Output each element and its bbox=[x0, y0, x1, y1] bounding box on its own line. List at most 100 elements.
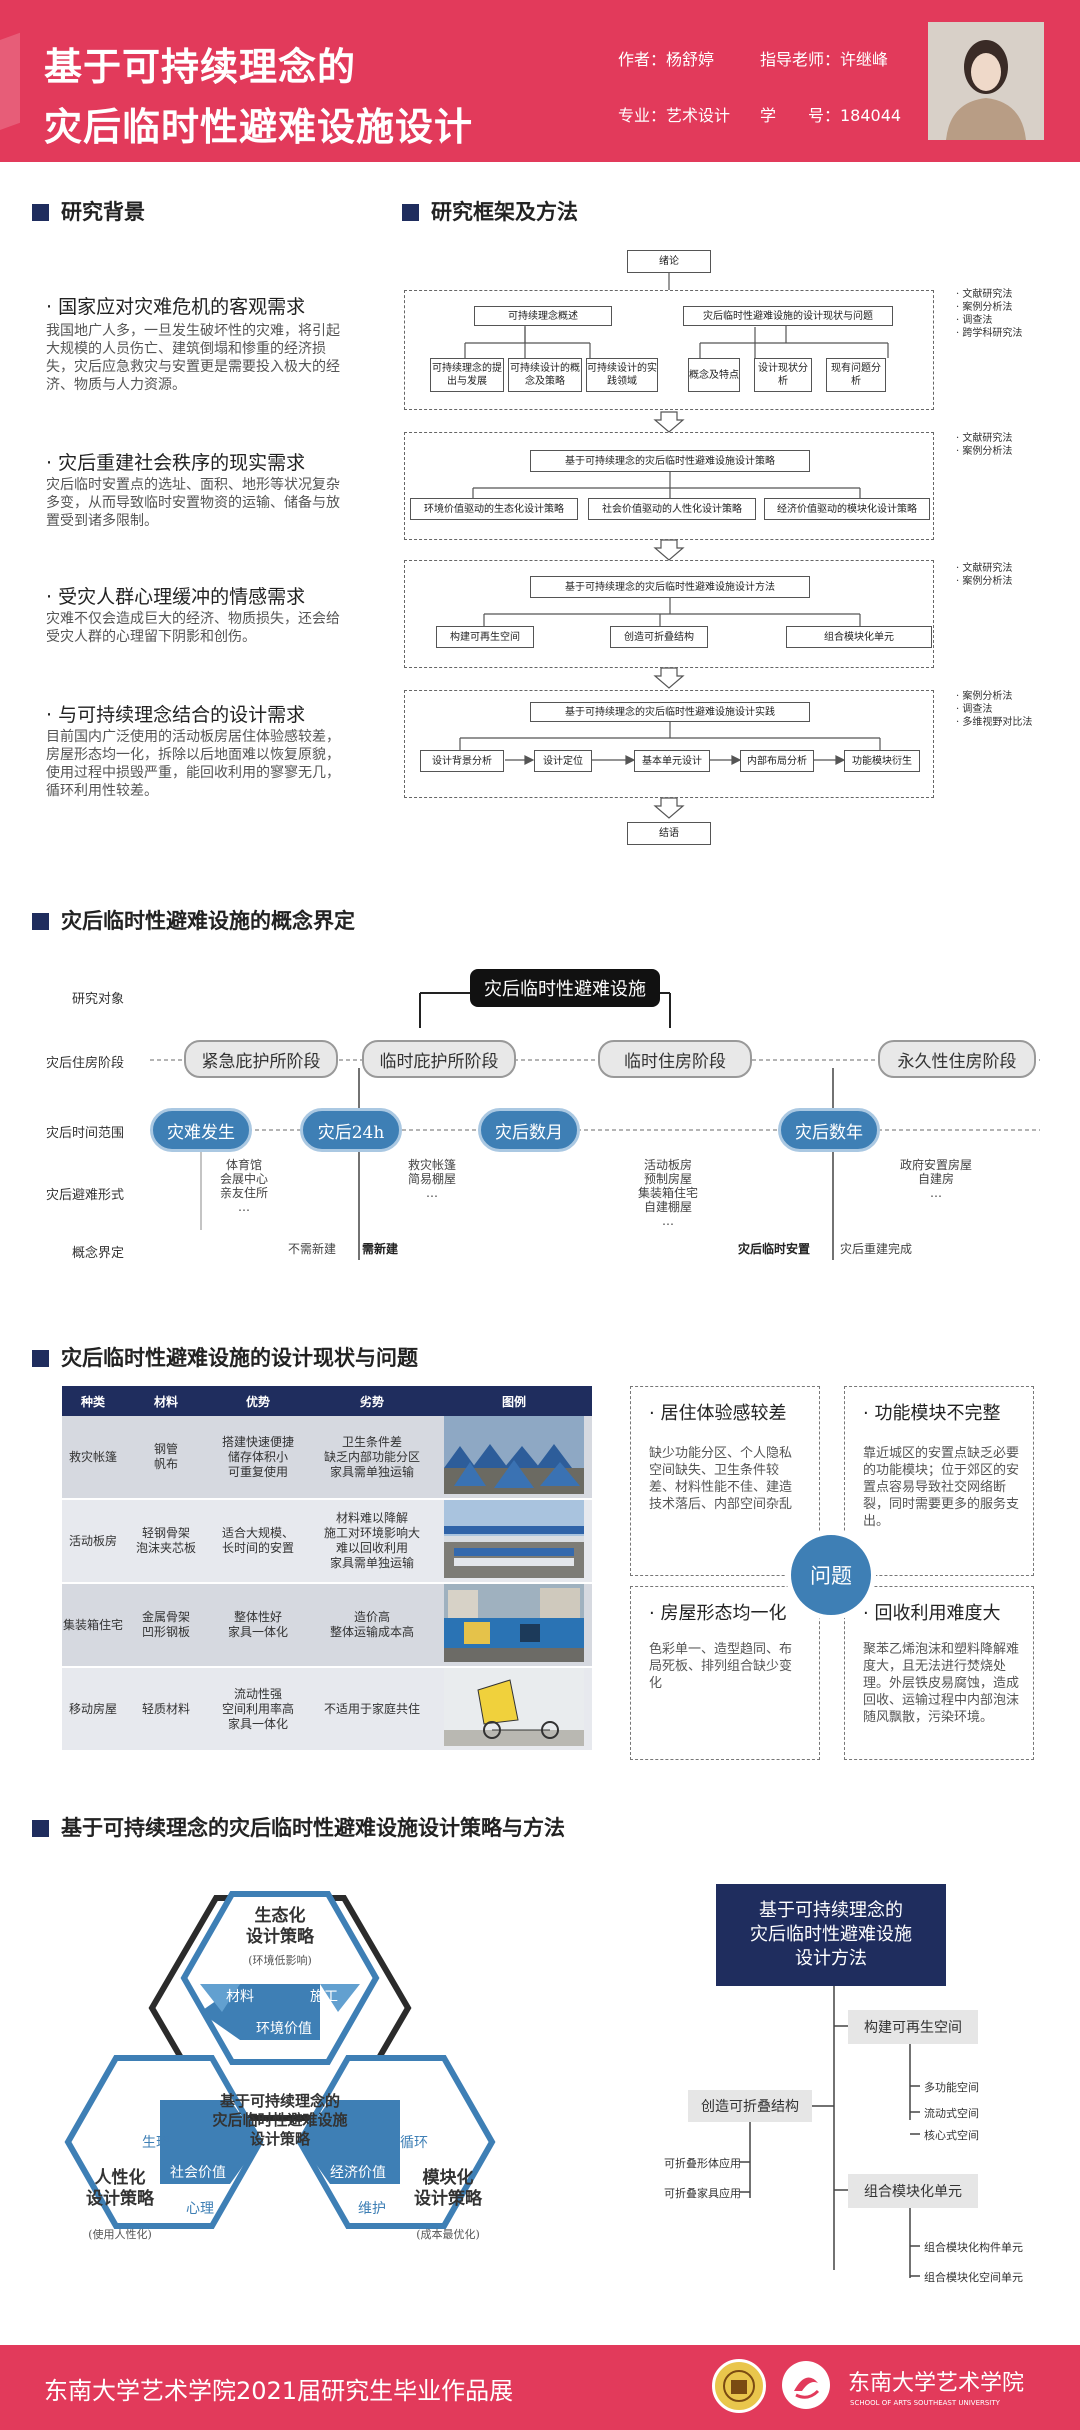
th-illustration: 图例 bbox=[436, 1386, 592, 1416]
footer-school-name-en: SCHOOL OF ARTS SOUTHEAST UNIVERSITY bbox=[850, 2399, 1000, 2407]
cell-disadvantage: 造价高 整体运输成本高 bbox=[308, 1583, 436, 1668]
concept-label-object: 研究对象 bbox=[72, 992, 125, 1007]
problem-box-3: · 房屋形态均一化色彩单一、造型趋同、布局死板、排列组合缺少变化 bbox=[630, 1586, 820, 1760]
fw-b2-s2: 社会价值驱动的人性化设计策略 bbox=[588, 498, 756, 520]
footer-exhibition-title: 东南大学艺术学院2021届研究生毕业作品展 bbox=[44, 2377, 514, 2405]
background-heading-2: · 灾后重建社会秩序的现实需求 bbox=[46, 452, 306, 474]
fw-b4-s5: 功能模块衍生 bbox=[844, 750, 920, 772]
school-logo-icon bbox=[782, 2361, 830, 2409]
form-housing: 活动板房 预制房屋 集装箱住宅 自建棚屋 … bbox=[638, 1158, 699, 1228]
cell-material: 金属骨架 凹形钢板 bbox=[124, 1583, 208, 1668]
framework-connectors bbox=[459, 273, 889, 819]
background-text-1: 我国地广人多，一旦发生破坏性的灾难，将引起大规模的人员伤亡、建筑倒塌和惨重的经济… bbox=[46, 323, 340, 393]
concept-label-stage: 灾后住房阶段 bbox=[46, 1056, 125, 1071]
fw-b3-notes: · 文献研究法 · 案例分析法 bbox=[956, 563, 1013, 587]
strategy-eco-a: 材料 bbox=[226, 1989, 254, 2005]
strategy-human-a: 生理 bbox=[142, 2135, 170, 2151]
background-text-3: 灾难不仅会造成巨大的经济、物质损失，还会给受灾人群的心理留下阴影和创伤。 bbox=[46, 611, 340, 645]
table-row: 移动房屋 轻质材料 流动性强 空间利用率高 家具一体化 不适用于家庭共住 bbox=[62, 1667, 592, 1752]
mindmap-branch-2: 创造可折叠结构 bbox=[688, 2090, 812, 2122]
prefab-photo bbox=[436, 1499, 592, 1584]
cell-material: 轻质材料 bbox=[124, 1667, 208, 1752]
fw-b4-notes: · 案例分析法 · 调查法 · 多维视野对比法 bbox=[956, 691, 1033, 728]
background-heading-1: · 国家应对灾难危机的客观需求 bbox=[46, 296, 306, 318]
fw-b1-l1: 可持续理念的提出与发展 bbox=[430, 358, 504, 392]
problem-box-1: · 居住体验感较差缺少功能分区、个人隐私空间缺失、卫生条件较差、材料性能不佳、建… bbox=[630, 1386, 820, 1576]
strategy-module-a: 循环 bbox=[400, 2135, 428, 2151]
fw-b3-title: 基于可持续理念的灾后临时性避难设施设计方法 bbox=[530, 576, 810, 598]
table-row: 救灾帐篷 钢管 帆布 搭建快速便捷 储存体积小 可重复使用 卫生条件差 缺乏内部… bbox=[62, 1416, 592, 1500]
strategy-human-title: 人性化 设计策略 bbox=[86, 2168, 154, 2209]
cell-material: 钢管 帆布 bbox=[124, 1416, 208, 1500]
fw-b2-s1: 环境价值驱动的生态化设计策略 bbox=[410, 498, 578, 520]
fw-b2-notes: · 文献研究法 · 案例分析法 bbox=[956, 433, 1013, 457]
framework-end: 结语 bbox=[627, 822, 711, 845]
form-emergency: 体育馆 会展中心 亲友住所 … bbox=[220, 1158, 269, 1214]
tent-photo bbox=[436, 1416, 592, 1500]
strategy-center: 基于可持续理念的 灾后临时性避难设施 设计策略 bbox=[212, 2092, 348, 2148]
stage-permanent-housing: 永久性住房阶段 bbox=[878, 1040, 1036, 1078]
fw-b4-s2: 设计定位 bbox=[534, 750, 592, 772]
cell-disadvantage: 不适用于家庭共住 bbox=[308, 1667, 436, 1752]
time-years: 灾后数年 bbox=[778, 1108, 880, 1152]
fw-b4-title: 基于可持续理念的灾后临时性避难设施设计实践 bbox=[530, 702, 810, 722]
strategy-eco-value: 环境价值 bbox=[256, 2021, 312, 2037]
fw-b3-s2: 创造可折叠结构 bbox=[610, 626, 708, 648]
mindmap-branch-1: 构建可再生空间 bbox=[848, 2010, 978, 2044]
cell-advantage: 整体性好 家具一体化 bbox=[208, 1583, 308, 1668]
poster-title-line2: 灾后临时性避难设施设计 bbox=[44, 105, 474, 149]
fw-b1-l2: 可持续设计的概念及策略 bbox=[508, 358, 582, 392]
background-text-2: 灾后临时安置点的选址、面积、地形等状况复杂多变，从而导致临时安置物资的运输、储备… bbox=[46, 477, 340, 529]
background-heading-4: · 与可持续理念结合的设计需求 bbox=[46, 704, 306, 726]
problem-box-4: · 回收利用难度大聚苯乙烯泡沫和塑料降解难度大，且无法进行焚烧处理。外层铁皮易腐… bbox=[844, 1586, 1034, 1760]
fw-b1-r3: 现有问题分析 bbox=[826, 358, 886, 392]
mindmap-branch-3: 组合模块化单元 bbox=[848, 2174, 978, 2208]
status-table: 种类 材料 优势 劣势 图例 救灾帐篷 钢管 帆布 搭建快速便捷 储存体积小 可… bbox=[62, 1386, 592, 1752]
strategy-human-value: 社会价值 bbox=[170, 2165, 226, 2181]
concept-top-object: 灾后临时性避难设施 bbox=[470, 969, 660, 1007]
stage-temporary-housing: 临时住房阶段 bbox=[598, 1040, 752, 1078]
fw-b2-s3: 经济价值驱动的模块化设计策略 bbox=[764, 498, 930, 520]
problem-center-circle: 问题 bbox=[786, 1530, 876, 1620]
university-seal-icon bbox=[712, 2359, 766, 2413]
background-text-4: 目前国内广泛使用的活动板房居住体验感较差，房屋形态均一化，拆除以后地面难以恢复原… bbox=[46, 729, 340, 799]
fw-b4-s1: 设计背景分析 bbox=[420, 750, 504, 772]
cell-advantage: 适合大规模、 长时间的安置 bbox=[208, 1499, 308, 1584]
framework-block-1 bbox=[404, 290, 934, 410]
strategy-module-title: 模块化 设计策略 bbox=[414, 2168, 482, 2209]
concept-label-form: 灾后避难形式 bbox=[46, 1188, 125, 1203]
author-photo bbox=[928, 22, 1044, 140]
section-heading-background: 研究背景 bbox=[32, 196, 145, 226]
cell-type: 移动房屋 bbox=[62, 1667, 124, 1752]
footer-banner: 东南大学艺术学院2021届研究生毕业作品展 东南大学艺术学院 SCHOOL OF… bbox=[0, 2345, 1080, 2430]
author: 作者：杨舒婷 bbox=[618, 50, 715, 69]
form-permanent: 政府安置房屋 自建房 … bbox=[900, 1158, 973, 1200]
mindmap-b1-item: 多功能空间 bbox=[924, 2081, 979, 2094]
concept-label-def: 概念界定 bbox=[72, 1246, 125, 1261]
background-heading-3: · 受灾人群心理缓冲的情感需求 bbox=[46, 586, 306, 608]
fw-b4-s3: 基本单元设计 bbox=[634, 750, 710, 772]
problem-box-2: · 功能模块不完整靠近城区的安置点缺乏必要的功能模块；位于郊区的安置点容易导致社… bbox=[844, 1386, 1034, 1576]
concept-label-time: 灾后时间范围 bbox=[46, 1126, 125, 1141]
mindmap-root: 基于可持续理念的 灾后临时性避难设施 设计方法 bbox=[716, 1884, 946, 1986]
stage-temporary-shelter: 临时庇护所阶段 bbox=[362, 1040, 516, 1078]
form-shelter: 救灾帐篷 简易棚屋 … bbox=[408, 1158, 457, 1200]
cell-advantage: 搭建快速便捷 储存体积小 可重复使用 bbox=[208, 1416, 308, 1500]
fw-b1-notes: · 文献研究法 · 案例分析法 · 调查法 · 跨学科研究法 bbox=[956, 289, 1023, 339]
fw-b1-l3: 可持续设计的实践领域 bbox=[586, 358, 658, 392]
cell-disadvantage: 卫生条件差 缺乏内部功能分区 家具需单独运输 bbox=[308, 1416, 436, 1500]
fw-b1-r2: 设计现状分析 bbox=[754, 358, 812, 392]
mindmap-b1-item: 核心式空间 bbox=[924, 2129, 979, 2142]
stage-emergency: 紧急庇护所阶段 bbox=[184, 1040, 338, 1078]
cell-type: 集装箱住宅 bbox=[62, 1583, 124, 1668]
table-row: 集装箱住宅 金属骨架 凹形钢板 整体性好 家具一体化 造价高 整体运输成本高 bbox=[62, 1583, 592, 1668]
footer-school-name: 东南大学艺术学院 bbox=[848, 2371, 1025, 2396]
fw-b3-s1: 构建可再生空间 bbox=[436, 626, 534, 648]
th-advantage: 优势 bbox=[208, 1386, 308, 1416]
cell-advantage: 流动性强 空间利用率高 家具一体化 bbox=[208, 1667, 308, 1752]
th-material: 材料 bbox=[124, 1386, 208, 1416]
advisor: 指导老师：许继峰 bbox=[760, 50, 889, 69]
fw-b2-title: 基于可持续理念的灾后临时性避难设施设计策略 bbox=[530, 450, 810, 472]
